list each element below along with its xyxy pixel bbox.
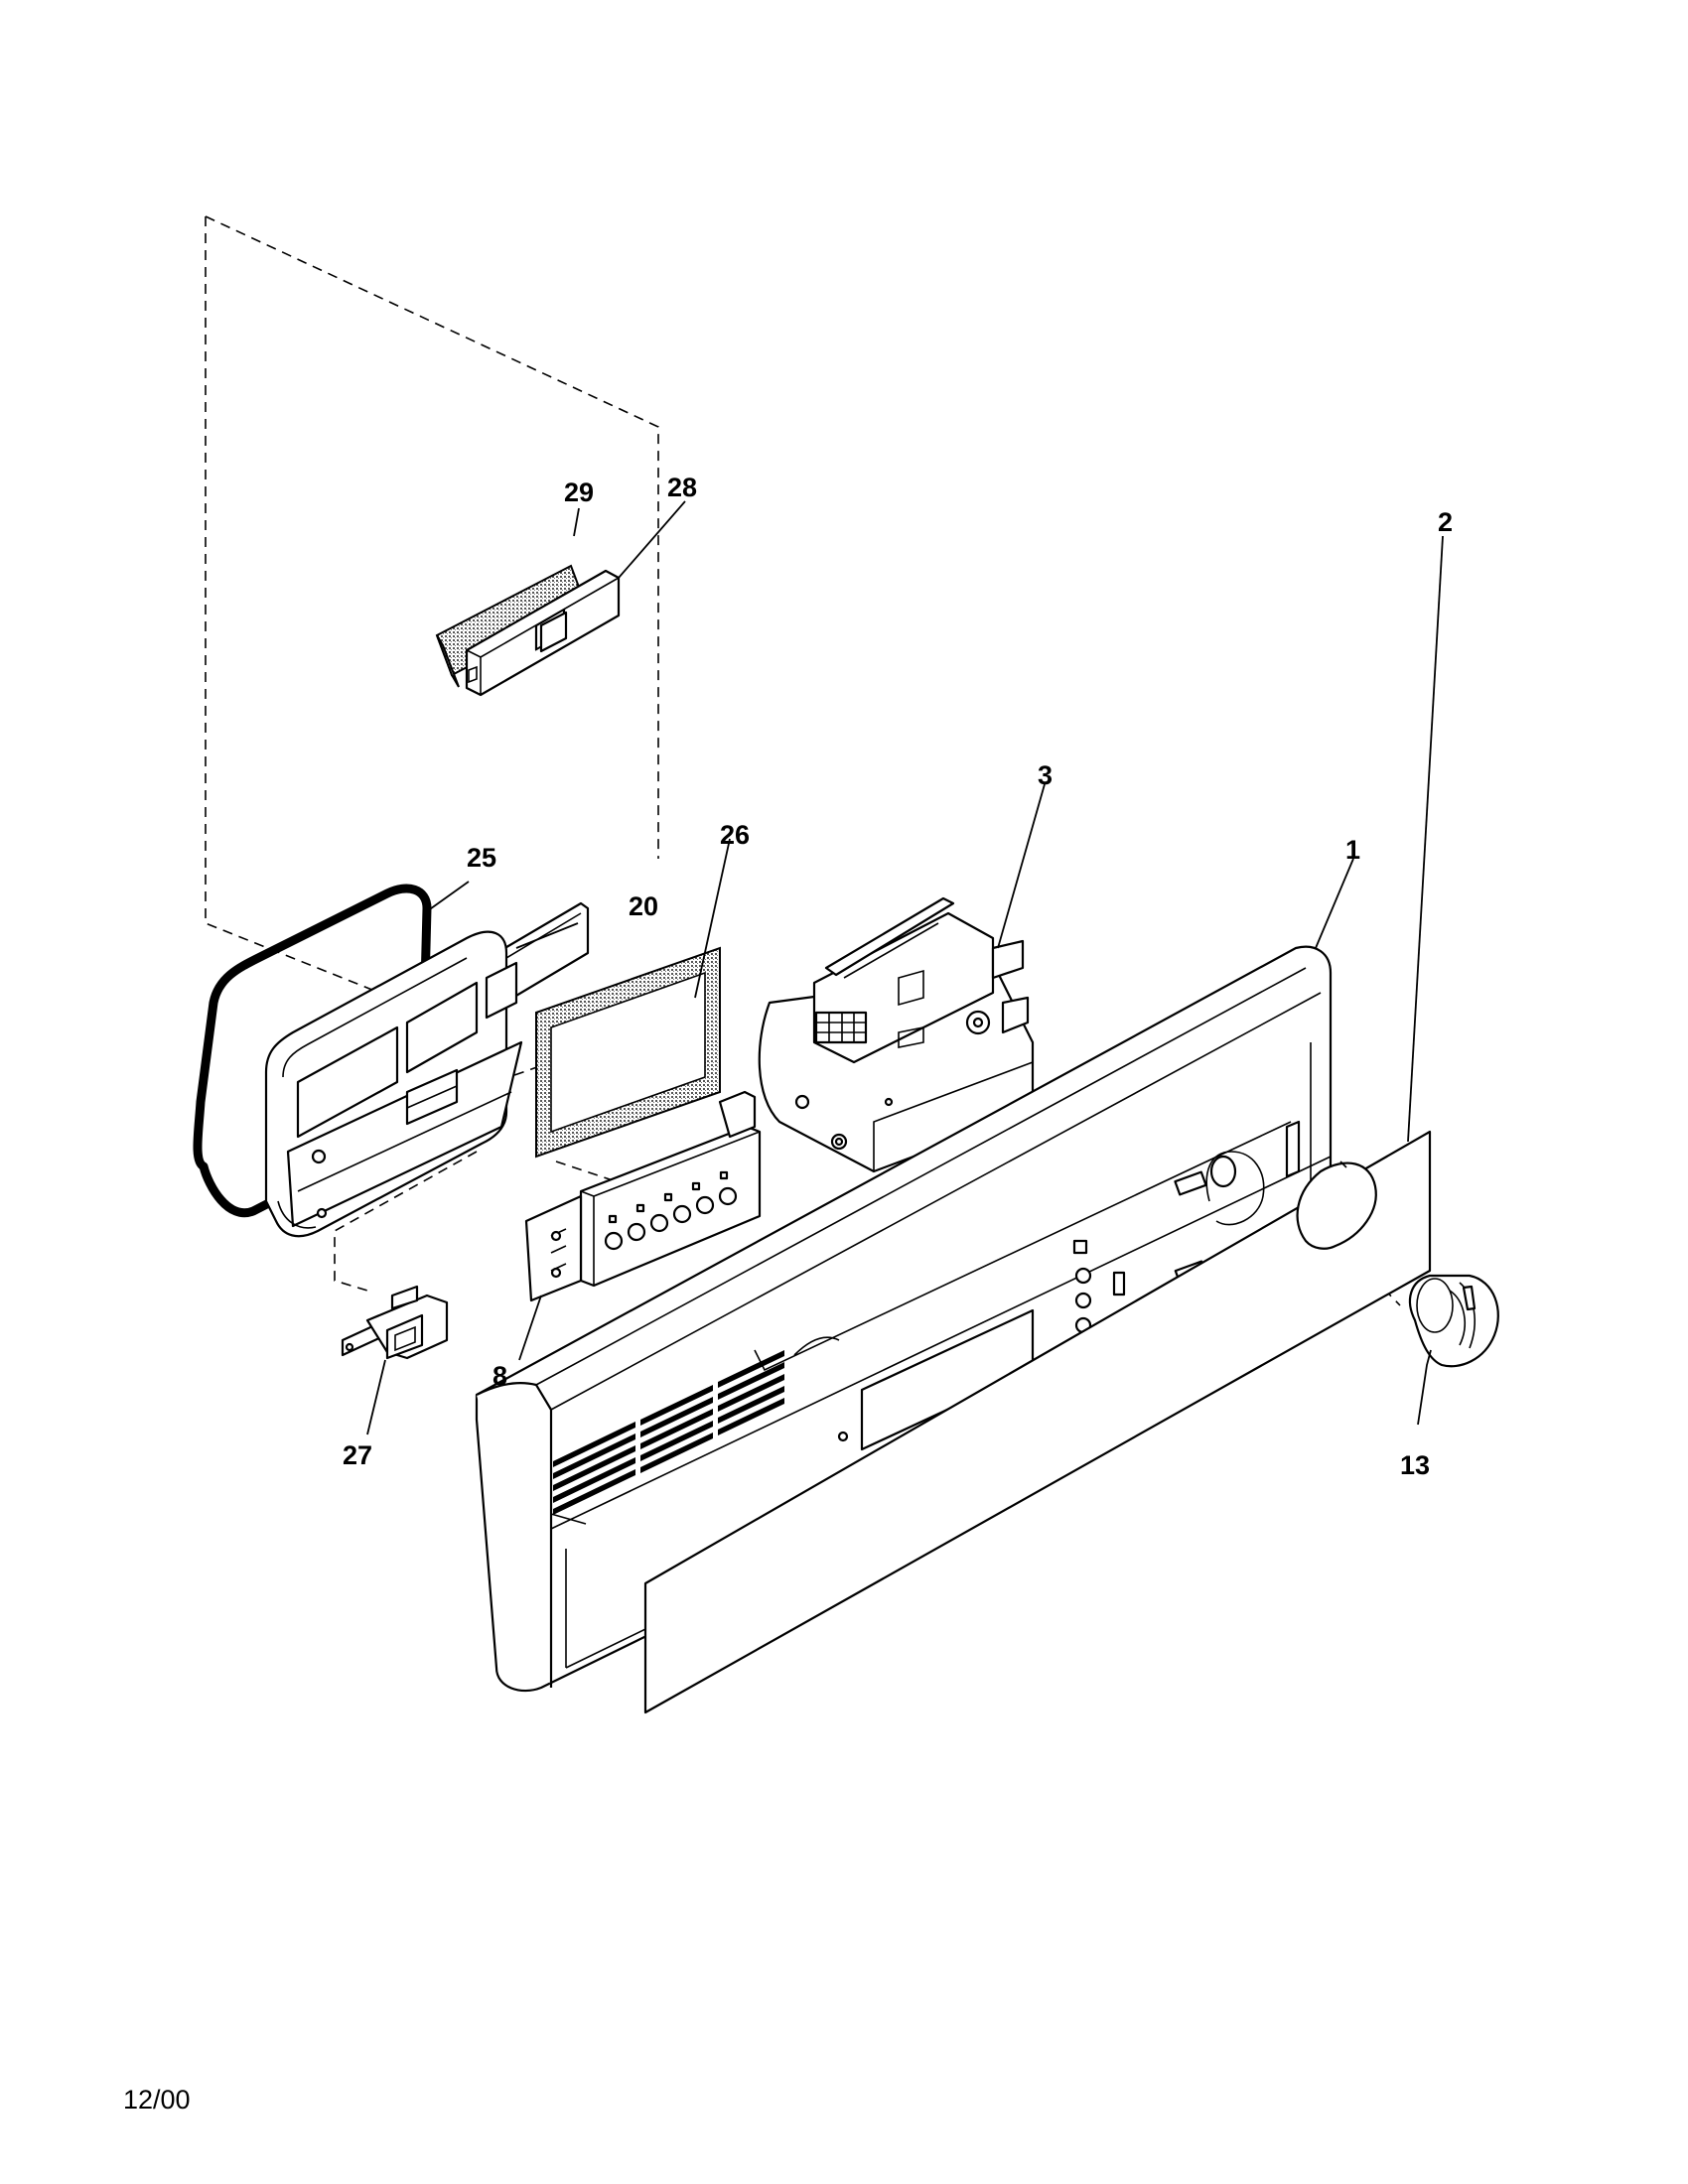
part-25-gasket	[193, 884, 432, 1218]
part-28-dispenser-lid	[465, 569, 621, 697]
leader-lines	[366, 500, 1444, 1435]
label-29: 29	[564, 478, 594, 507]
part-2-overlay-panel	[643, 1130, 1432, 1714]
revision-date: 12/00	[123, 2085, 191, 2115]
label-20: 20	[629, 891, 658, 921]
label-1: 1	[1345, 835, 1360, 865]
label-28: 28	[667, 473, 697, 502]
label-27: 27	[343, 1440, 372, 1470]
label-3: 3	[1038, 760, 1053, 790]
part-13-knob	[1408, 1274, 1499, 1368]
label-13: 13	[1400, 1450, 1430, 1480]
label-26: 26	[720, 820, 750, 850]
part-27-switch	[341, 1285, 449, 1360]
part-number-labels: 29 28 3 1 26 25 20 2 8 27 13	[343, 473, 1453, 1480]
label-2: 2	[1438, 507, 1453, 537]
label-8: 8	[492, 1361, 507, 1391]
console-vent-grille	[553, 1350, 784, 1515]
part-8-switch-module	[524, 1090, 762, 1302]
part-26-filter-screen	[535, 946, 721, 1159]
part-3-timer	[758, 896, 1035, 1173]
label-25: 25	[467, 843, 496, 873]
part-1-control-console	[475, 945, 1333, 1693]
dispenser-housing	[264, 930, 523, 1238]
